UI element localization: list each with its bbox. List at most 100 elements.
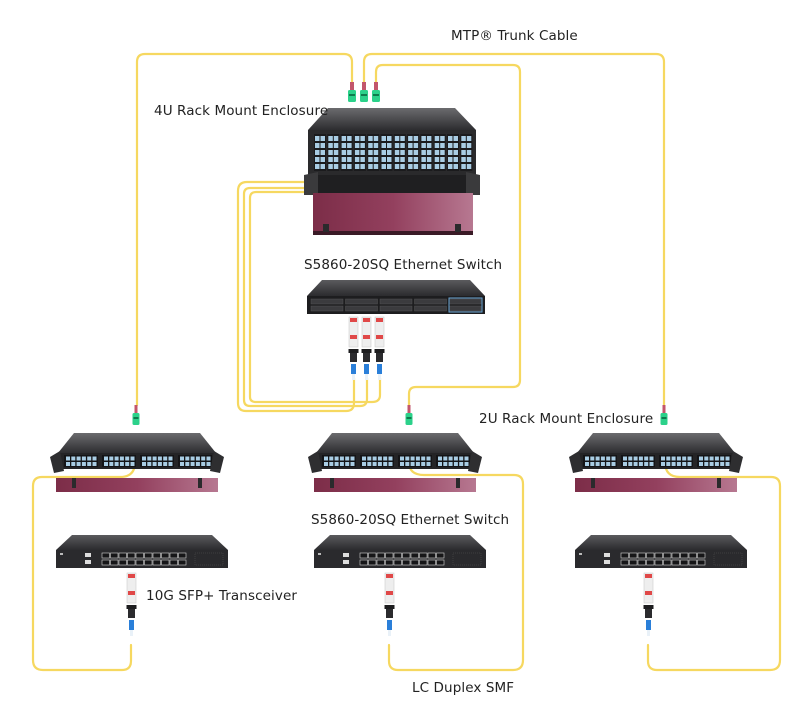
sfp-port [127,552,136,559]
adapter-port [644,462,649,466]
adapter-port [408,164,413,169]
adapter-port [360,157,365,162]
sfp-port [402,552,411,559]
adapter-port [147,462,152,466]
adapter-port [714,462,719,466]
adapter-port [585,462,589,466]
adapter-port [400,143,405,148]
adapter-port [464,462,469,466]
adapter-port [466,136,472,141]
adapter-port [339,462,344,466]
enclosure-2u [308,433,482,492]
sfp-transceiver-icon [374,316,385,380]
adapter-port [333,150,339,155]
adapter-port [600,462,605,466]
adapter-port [354,136,360,141]
adapter-port [440,143,445,148]
adapter-port [421,164,426,169]
adapter-port [190,456,195,461]
sfp-port [393,552,402,559]
adapter-port [421,136,426,141]
adapter-port [354,150,360,155]
adapter-port [413,136,419,141]
adapter-port [421,157,426,162]
adapter-port [168,462,173,466]
adapter-panel-4u [314,134,473,171]
sfp-port [359,552,368,559]
qsfp-port [414,298,447,305]
enclosure-2u [569,433,743,492]
adapter-port [725,456,730,461]
adapter-port [400,157,405,162]
adapter-port [347,157,352,162]
sfp-port [118,552,127,559]
adapter-port [130,462,135,466]
rail-bracket [50,451,64,473]
adapter-port [400,456,404,461]
adapter-port [114,456,119,461]
adapter-port [125,456,130,461]
label-access-switch: S5860-20SQ Ethernet Switch [311,512,510,528]
sfp-port [152,552,161,559]
adapter-port [628,456,633,461]
adapter-port [66,462,70,466]
label-sfp-transceiver: 10G SFP+ Transceiver [146,588,298,604]
sfp-transceiver-icon [361,316,372,380]
label-4u-enclosure: 4U Rack Mount Enclosure [154,103,329,119]
adapter-port [368,150,373,155]
adapter-port [590,456,595,461]
patch-cable-middle [387,460,525,672]
trunk-cable-middle [374,63,522,412]
adapter-port [714,456,719,461]
adapter-port [408,157,413,162]
adapter-port [400,150,405,155]
adapter-port [649,456,654,461]
adapter-port [611,462,616,466]
core-transceivers [348,316,385,380]
qsfp-port [448,305,482,312]
adapter-port [394,157,400,162]
adapter-port [367,456,372,461]
adapter-port [720,456,725,461]
adapter-port [185,462,190,466]
adapter-port [320,136,325,141]
adapter-port [163,456,168,461]
sfp-transceiver-icon [348,316,359,380]
sfp-transceiver-icon [384,572,395,636]
sfp-port [144,552,153,559]
sfp-transceiver-icon [643,572,654,636]
adapter-port [373,136,379,141]
adapter-port [687,462,692,466]
adapter-port [180,456,184,461]
adapter-port [354,143,360,148]
adapter-port [400,164,405,169]
mtp-connector-icon [360,82,368,102]
adapter-port [354,157,360,162]
core-switch-ports [310,297,483,313]
adapter-port [434,164,440,169]
adapter-port [388,462,393,466]
adapter-port [434,143,440,148]
adapter-port [347,164,352,169]
adapter-port [377,462,382,466]
adapter-port [461,136,466,141]
adapter-port [333,143,339,148]
adapter-port [185,456,190,461]
adapter-port [168,456,173,461]
sfp-port [118,559,127,566]
adapter-port [638,456,643,461]
adapter-port [448,157,453,162]
adapter-port [405,456,410,461]
adapter-port [405,462,410,466]
patch-cable-right [646,460,782,672]
sfp-port [620,552,629,559]
sfp-port [697,552,706,559]
adapter-port [381,150,386,155]
qsfp-port [379,298,413,305]
adapter-port [438,456,442,461]
sfp-port [135,559,144,566]
sfp-port [385,552,394,559]
adapter-port [387,136,392,141]
adapter-port [320,157,325,162]
adapter-port [383,462,388,466]
